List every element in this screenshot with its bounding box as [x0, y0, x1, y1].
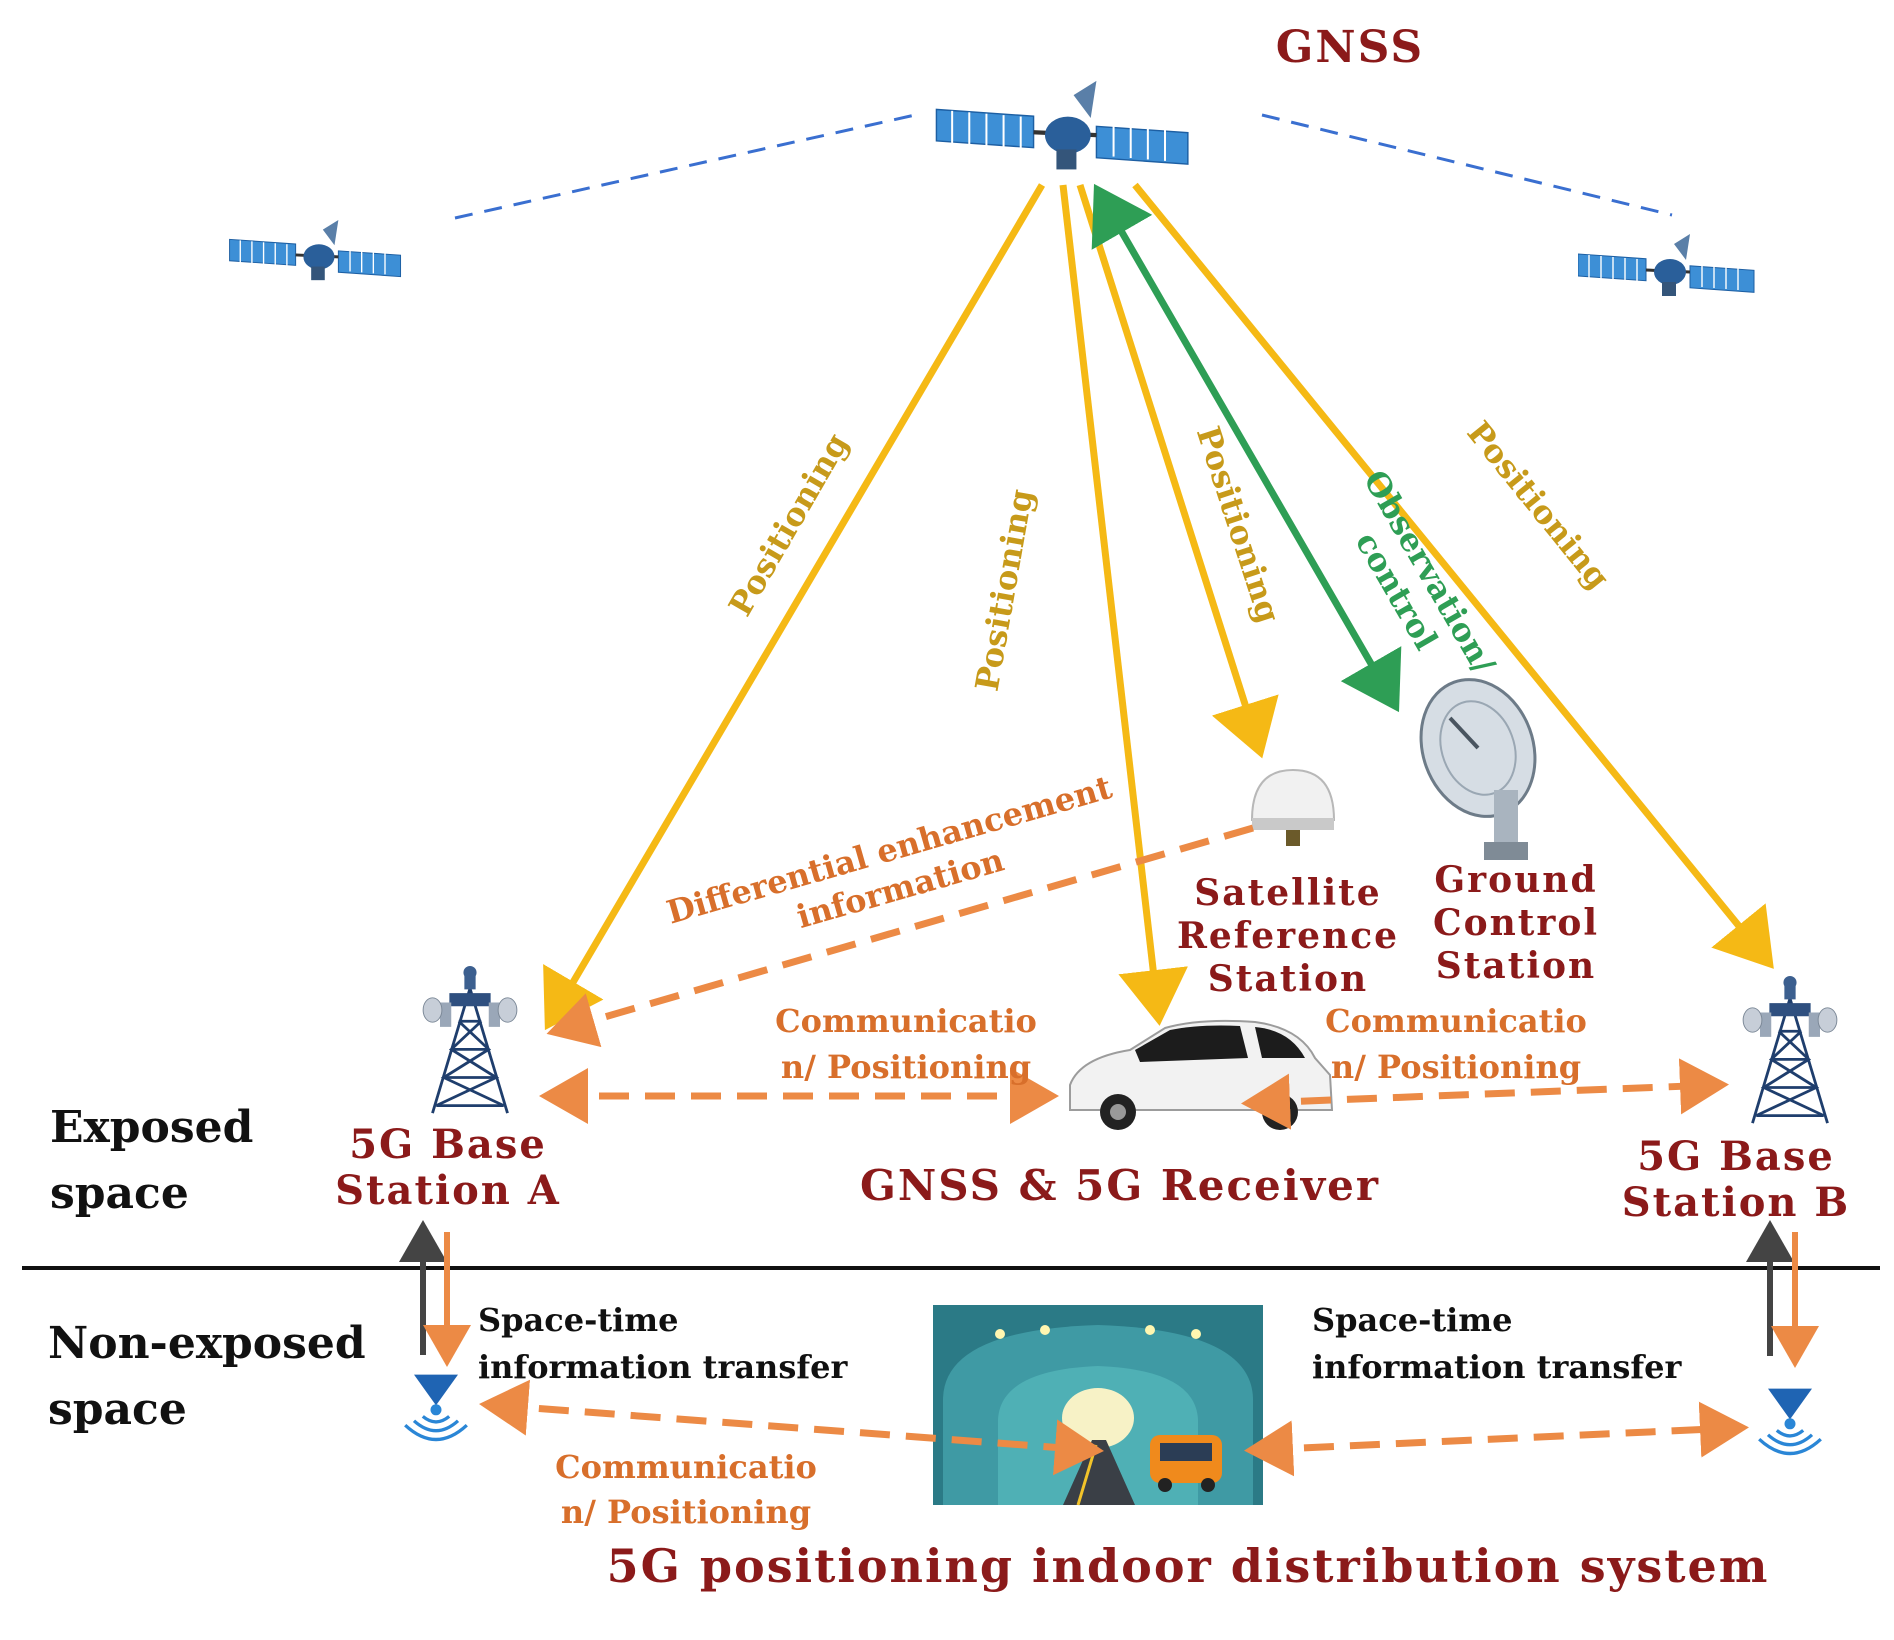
- label-positioning-2: Positioning: [968, 486, 1041, 694]
- svg-text:Station B: Station B: [1622, 1179, 1850, 1226]
- satellite-icon: [228, 218, 403, 282]
- svg-text:Communicatio: Communicatio: [775, 1002, 1037, 1040]
- comm-arrow-indoor-right: [1244, 1401, 1749, 1477]
- svg-text:n/ Positioning: n/ Positioning: [1331, 1048, 1581, 1086]
- diagram-title: GNSS: [1276, 22, 1424, 73]
- ground-control-station-label: Ground Control Station: [1430, 856, 1600, 990]
- svg-text:Exposed: Exposed: [50, 1102, 253, 1153]
- non-exposed-space-label: Non-exposed space: [48, 1318, 366, 1435]
- base-station-tower-icon: [1741, 975, 1839, 1125]
- svg-text:Space-time: Space-time: [1312, 1301, 1513, 1339]
- label-positioning-4: Positioning: [1460, 414, 1618, 597]
- svg-text:Ground: Ground: [1434, 859, 1597, 901]
- base-station-tower-icon: [421, 965, 519, 1115]
- svg-text:Non-exposed: Non-exposed: [48, 1318, 366, 1369]
- tunnel-scene-icon: [933, 1305, 1263, 1506]
- svg-text:space: space: [48, 1384, 187, 1435]
- label-comm-positioning-left: Communicatio n/ Positioning: [775, 1002, 1037, 1086]
- satellite-icon: [936, 81, 1187, 170]
- indoor-system-label: 5G positioning indoor distribution syste…: [607, 1539, 1770, 1593]
- label-observation-control: Observation/ control: [1348, 464, 1503, 681]
- positioning-arrow-receiver: [1059, 184, 1188, 1026]
- label-space-time-left: Space-time information transfer: [478, 1301, 848, 1386]
- label-positioning-1: Positioning: [721, 427, 856, 623]
- indoor-antenna-icon: [403, 1372, 469, 1442]
- svg-text:Communicatio: Communicatio: [555, 1448, 817, 1486]
- differential-enhancement-arrow: [546, 824, 1254, 1048]
- observation-control-arrow: [1091, 183, 1402, 713]
- satellite-icon: [1578, 232, 1756, 298]
- exposed-space-label: Exposed space: [50, 1102, 253, 1219]
- svg-text:Space-time: Space-time: [478, 1301, 679, 1339]
- svg-text:5G Base: 5G Base: [1637, 1133, 1835, 1180]
- svg-text:information transfer: information transfer: [1312, 1348, 1682, 1386]
- comm-arrow-receiver-base-b: [1241, 1058, 1729, 1130]
- positioning-arrow-base-a: [543, 183, 1046, 1031]
- dome-antenna-icon: [1250, 768, 1336, 846]
- svg-text:n/ Positioning: n/ Positioning: [781, 1048, 1031, 1086]
- comm-arrow-indoor-left: [479, 1379, 1104, 1476]
- svg-text:space: space: [50, 1168, 189, 1219]
- label-differential-enhancement: Differential enhancement information: [662, 768, 1116, 936]
- car-icon: [1069, 1019, 1334, 1130]
- svg-text:Communicatio: Communicatio: [1325, 1002, 1587, 1040]
- base-station-a-label: 5G Base Station A: [332, 1118, 562, 1217]
- svg-text:5G Base: 5G Base: [349, 1121, 547, 1168]
- label-positioning-3: Positioning: [1189, 422, 1288, 628]
- label-space-time-right: Space-time information transfer: [1312, 1301, 1682, 1386]
- orbit-link-right: [1261, 113, 1673, 217]
- svg-text:information transfer: information transfer: [478, 1348, 848, 1386]
- svg-text:Control: Control: [1433, 902, 1599, 944]
- svg-text:Station: Station: [1436, 945, 1596, 987]
- satellite-reference-station-label: Satellite Reference Station: [1174, 869, 1400, 1003]
- svg-text:Reference: Reference: [1177, 915, 1399, 957]
- receiver-label: GNSS & 5G Receiver: [860, 1161, 1380, 1210]
- label-comm-positioning-indoor: Communicatio n/ Positioning: [555, 1448, 817, 1531]
- dish-antenna-icon: [1419, 678, 1537, 860]
- orbit-link-left: [454, 113, 916, 220]
- svg-text:Satellite: Satellite: [1194, 872, 1381, 914]
- svg-text:n/ Positioning: n/ Positioning: [561, 1493, 811, 1531]
- svg-text:Station A: Station A: [335, 1167, 561, 1214]
- label-comm-positioning-right: Communicatio n/ Positioning: [1325, 1002, 1587, 1086]
- indoor-antenna-icon: [1757, 1386, 1823, 1456]
- base-station-b-label: 5G Base Station B: [1619, 1130, 1851, 1229]
- svg-text:Station: Station: [1208, 958, 1368, 1000]
